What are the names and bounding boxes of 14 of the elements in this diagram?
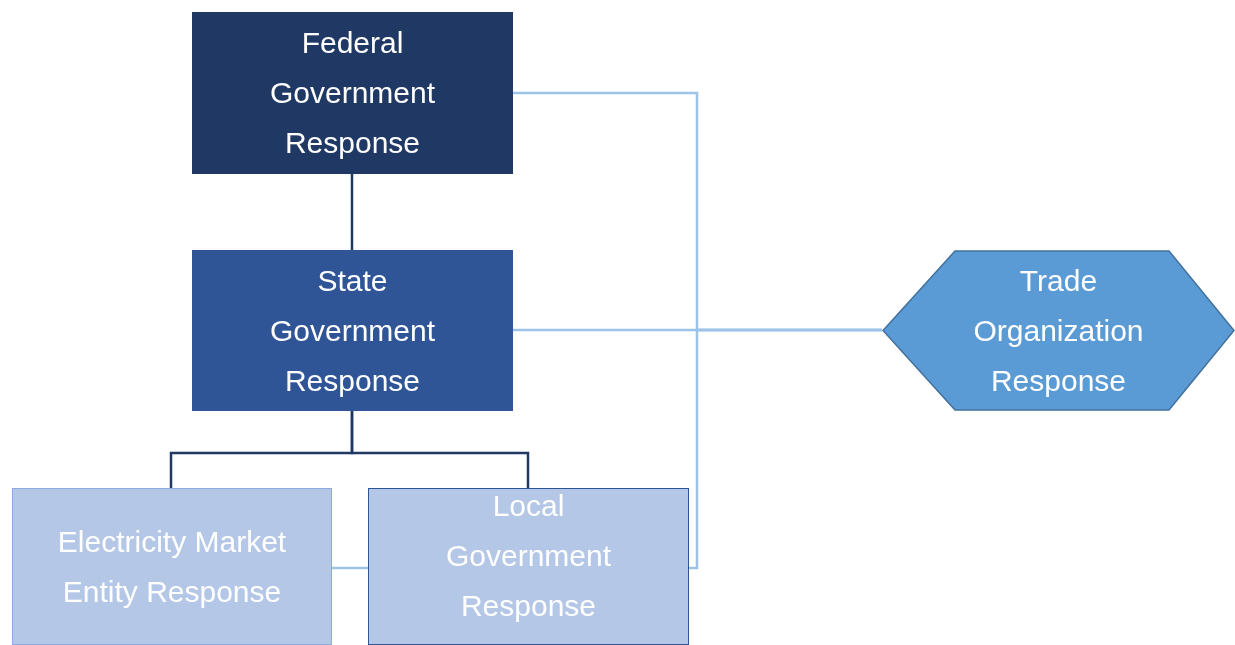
connector-line <box>350 174 354 250</box>
process-box <box>12 488 332 645</box>
process-box <box>368 488 689 645</box>
box-label: Electricity Market Entity Response <box>56 523 288 610</box>
hexagon-shape <box>882 250 1235 411</box>
box-label: Federal Government Response <box>268 25 437 161</box>
connector-line <box>350 411 530 488</box>
connector-line <box>332 566 368 570</box>
process-box <box>192 250 513 411</box>
box-label: State Government Response <box>268 262 437 399</box>
box-label: Local Government Response <box>444 487 613 624</box>
process-box <box>192 12 513 174</box>
box-label: Trade Organization Response <box>972 262 1145 399</box>
connector-line <box>689 328 882 570</box>
